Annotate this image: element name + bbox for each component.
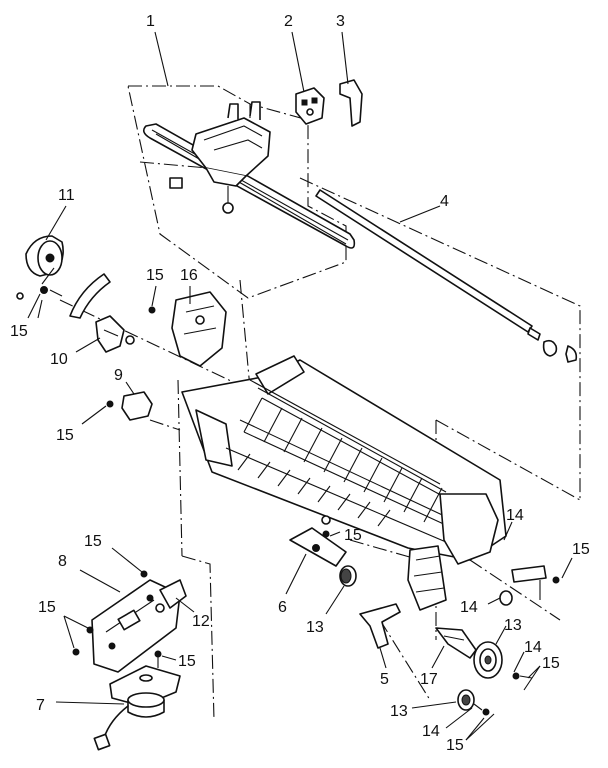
leader-lines	[27, 31, 573, 741]
belt-and-part-10	[16, 273, 135, 353]
part-13-gear-left	[339, 565, 357, 587]
callout-15: 15	[146, 267, 164, 284]
callout-11: 11	[58, 187, 75, 204]
part-2-connector	[295, 87, 325, 125]
callout-14: 14	[460, 599, 478, 616]
part-11-motor	[25, 235, 64, 277]
callout-3: 3	[336, 13, 345, 30]
part-6-lever	[289, 515, 347, 567]
callout-5: 5	[380, 671, 389, 688]
callout-13: 13	[306, 619, 324, 636]
callout-labels: 1 2 3 4 11 15 16 15 10 9 15 15 14 15 15 …	[10, 13, 590, 754]
callout-14: 14	[506, 507, 524, 524]
callout-15: 15	[572, 541, 590, 558]
callout-16: 16	[180, 267, 198, 284]
carriage-assembly	[142, 101, 356, 249]
frame-ribs	[225, 379, 475, 549]
callout-15: 15	[38, 599, 56, 616]
callout-15: 15	[178, 653, 196, 670]
callout-15: 15	[56, 427, 74, 444]
callout-13: 13	[390, 703, 408, 720]
part-9-bracket	[106, 391, 153, 421]
part-14-collar	[499, 565, 560, 606]
callout-2: 2	[284, 13, 293, 30]
part-16-bracket	[148, 291, 227, 367]
part-7-stepper-motor	[93, 665, 181, 751]
part-13-gear-right	[473, 641, 533, 680]
callout-12: 12	[192, 613, 210, 630]
part-17-link	[435, 627, 477, 659]
callout-10: 10	[50, 351, 68, 368]
callout-4: 4	[440, 193, 449, 210]
callout-15: 15	[446, 737, 464, 754]
part-5-lever	[359, 603, 401, 649]
callout-14: 14	[524, 639, 542, 656]
callout-7: 7	[36, 697, 45, 714]
callout-15: 15	[10, 323, 28, 340]
part-4-shaft	[315, 189, 578, 363]
main-frame	[181, 355, 507, 611]
callout-15: 15	[344, 527, 362, 544]
part-8-plate	[72, 570, 187, 673]
callout-15: 15	[84, 533, 102, 550]
part-3-ribbon-cable	[339, 79, 363, 127]
callout-13: 13	[504, 617, 522, 634]
callout-14: 14	[422, 723, 440, 740]
callout-6: 6	[278, 599, 287, 616]
part-13-gear-bottom	[457, 689, 490, 716]
callout-15: 15	[542, 655, 560, 672]
callout-17: 17	[420, 671, 438, 688]
callout-1: 1	[146, 13, 155, 30]
callout-9: 9	[114, 367, 123, 384]
callout-8: 8	[58, 553, 67, 570]
